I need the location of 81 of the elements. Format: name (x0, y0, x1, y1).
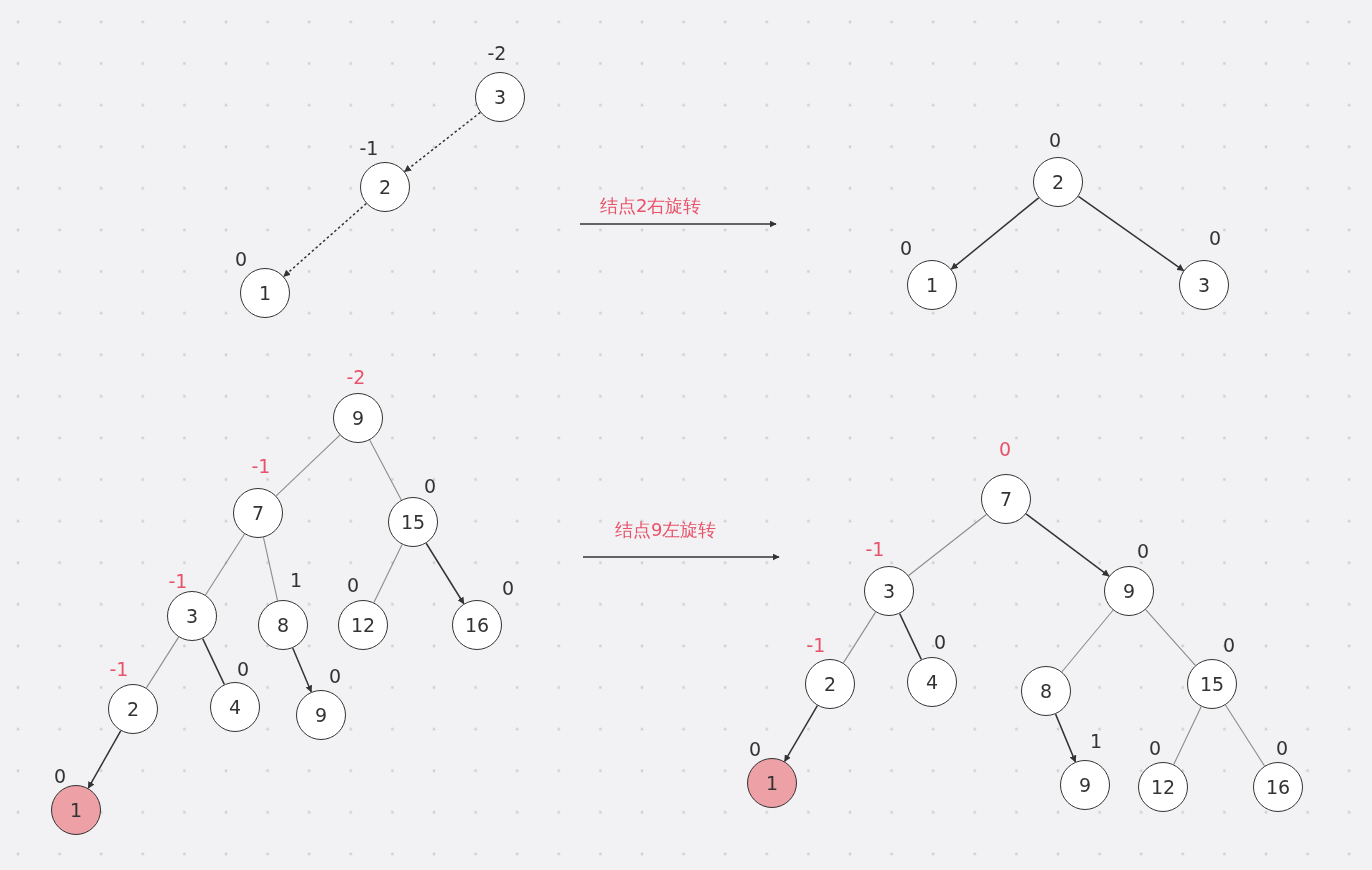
balance-factor: 0 (998, 439, 1012, 459)
node-value: 2 (126, 699, 140, 719)
node-value: 1 (765, 773, 779, 793)
arrow (1077, 195, 1185, 272)
arrow (1025, 513, 1110, 577)
arrow (87, 730, 122, 789)
balance-factor: -1 (251, 456, 271, 476)
balance-factor: 0 (1136, 541, 1150, 561)
line (201, 637, 226, 686)
balance-factor: -2 (346, 367, 366, 387)
balance-factor: 0 (53, 766, 67, 786)
line (369, 439, 402, 501)
line (908, 513, 987, 577)
node-value: 12 (350, 615, 376, 635)
node-value: 1 (258, 283, 272, 303)
balance-factor: 0 (501, 578, 515, 598)
balance-factor: -1 (359, 138, 379, 158)
node-value: 9 (351, 408, 365, 428)
node-value: 8 (1039, 681, 1053, 701)
line (275, 434, 341, 497)
balance-factor: -1 (806, 635, 826, 655)
line (898, 612, 923, 661)
balance-factor: 0 (1148, 738, 1162, 758)
balance-factor: -1 (865, 539, 885, 559)
arrow (403, 111, 482, 173)
node-value: 15 (1199, 674, 1225, 694)
balance-factor: 0 (1222, 635, 1236, 655)
line (145, 636, 180, 689)
node-value: 16 (1265, 777, 1291, 797)
balance-factor: 0 (423, 476, 437, 496)
node-value: 7 (999, 489, 1013, 509)
node-value: 1 (69, 800, 83, 820)
node-value: 3 (1197, 275, 1211, 295)
node-value: 2 (1051, 172, 1065, 192)
annotation-text: 结点9左旋转 (615, 521, 717, 539)
arrow (283, 202, 367, 278)
balance-factor: -1 (168, 571, 188, 591)
arrow (425, 542, 465, 605)
balance-factor: 1 (289, 570, 303, 590)
node-value: 12 (1150, 777, 1176, 797)
node-value: 16 (464, 615, 490, 635)
line (204, 533, 246, 596)
node-value: 2 (823, 674, 837, 694)
node-value: 9 (314, 705, 328, 725)
node-value: 4 (925, 672, 939, 692)
node-value: 3 (882, 581, 896, 601)
line (1173, 706, 1202, 765)
node-value: 9 (1122, 581, 1136, 601)
balance-factor: 0 (1048, 130, 1062, 150)
balance-factor: 0 (748, 739, 762, 759)
balance-factor: 0 (1275, 738, 1289, 758)
balance-factor: 1 (1089, 731, 1103, 751)
node-value: 15 (400, 512, 426, 532)
arrow (783, 704, 819, 763)
balance-factor: 0 (1208, 228, 1222, 248)
balance-factor: 0 (328, 666, 342, 686)
node-value: 3 (185, 606, 199, 626)
node-value: 8 (276, 615, 290, 635)
node-value: 9 (1078, 775, 1092, 795)
arrow (291, 647, 313, 693)
balance-factor: -1 (109, 659, 129, 679)
node-value: 7 (251, 503, 265, 523)
balance-factor: -2 (487, 43, 507, 63)
line (373, 543, 403, 604)
balance-factor: 0 (346, 575, 360, 595)
balance-factor: 0 (899, 238, 913, 258)
balance-factor: 0 (234, 249, 248, 269)
arrow (1054, 713, 1077, 763)
line (262, 536, 279, 602)
line (1145, 609, 1196, 666)
balance-factor: 0 (236, 659, 250, 679)
node-value: 1 (925, 275, 939, 295)
line (1224, 704, 1266, 767)
balance-factor: 0 (933, 632, 947, 652)
node-value: 4 (228, 697, 242, 717)
annotation-text: 结点2右旋转 (600, 197, 702, 215)
arrow (950, 197, 1040, 270)
node-value: 3 (493, 87, 507, 107)
line (1061, 609, 1114, 673)
line (842, 611, 877, 664)
node-value: 2 (378, 177, 392, 197)
